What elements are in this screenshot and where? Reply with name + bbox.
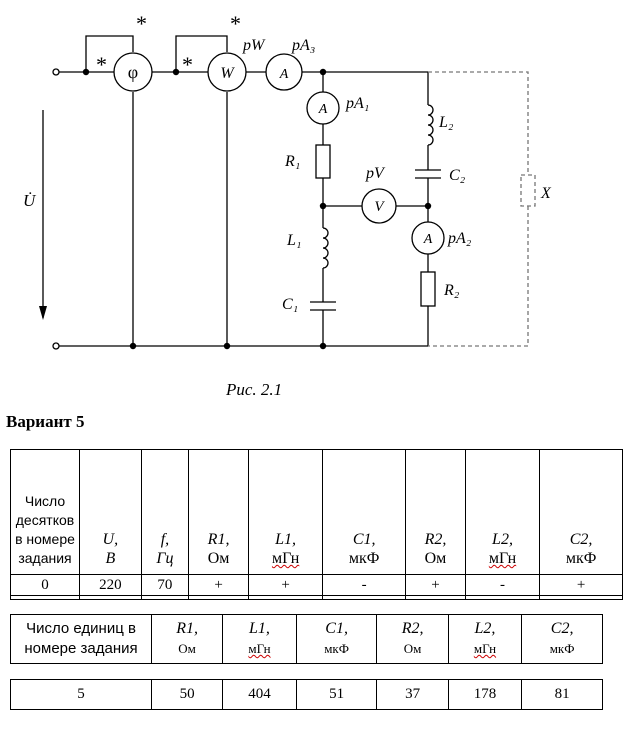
header-r2: R2,Ом <box>405 449 466 575</box>
phase-meter <box>113 52 153 92</box>
header-c1: C1,мкФ <box>295 614 378 664</box>
label-l2: L₂ <box>438 114 454 131</box>
cell-u: 220 <box>79 574 142 596</box>
label-r2: R₂ <box>443 282 460 299</box>
cell-c2: 81 <box>521 679 603 710</box>
label-r1: R₁ <box>284 153 300 170</box>
ammeter-a2 <box>411 221 445 255</box>
header-c2: C2,мкФ <box>521 614 603 664</box>
star-mark-phase-input: * <box>96 52 107 77</box>
cell-r1: 50 <box>150 679 224 710</box>
voltmeter <box>361 188 397 224</box>
cell-l1: + <box>247 574 324 596</box>
table-row: 5 50 404 51 37 178 81 <box>10 679 603 710</box>
header-c2: C2,мкФ <box>539 449 623 575</box>
wattmeter <box>207 52 247 92</box>
variant-title: Вариант 5 <box>6 412 85 431</box>
cell-r2: 37 <box>376 679 449 710</box>
voltmeter-symbol: V <box>374 199 385 215</box>
header-l2: L2,мГн <box>464 449 541 575</box>
ammeter-a2-symbol: A <box>423 232 433 247</box>
header-l1: L1,мГн <box>222 614 297 664</box>
star-mark-watt: * <box>230 11 241 36</box>
label-pw: pW <box>242 37 266 54</box>
ammeter-a3-symbol: A <box>279 67 289 82</box>
header-r1: R1,Ом <box>188 449 249 575</box>
cell-l2: - <box>464 574 541 596</box>
cell-c1: - <box>322 574 407 596</box>
star-mark-watt-input: * <box>182 52 193 77</box>
header-l2: L2,мГн <box>447 614 523 664</box>
cell-c1: 51 <box>295 679 378 710</box>
cell-tens: 0 <box>10 574 80 596</box>
label-pa2: pA₂ <box>447 230 472 247</box>
cell-f: 70 <box>140 574 190 596</box>
cell-r2: + <box>405 574 466 596</box>
table-gap-row <box>10 663 603 680</box>
ammeter-a1 <box>306 91 340 125</box>
label-pa1: pA₁ <box>345 95 369 112</box>
header-u: U,В <box>79 449 142 575</box>
cell-l2: 178 <box>447 679 523 710</box>
header-r1: R1,Ом <box>150 614 224 664</box>
cell-r1: + <box>188 574 249 596</box>
label-pa3: pA₃ <box>291 37 315 54</box>
circuit-diagram: φ W A A V A * * * * pW pA₃ pA₁ pV pA₂ R₁… <box>23 11 552 350</box>
label-voltage: U̇ <box>23 191 37 210</box>
label-c2: C₂ <box>449 167 466 184</box>
ammeter-a1-symbol: A <box>318 102 328 117</box>
star-mark-phase: * <box>136 11 147 36</box>
label-l1: L₁ <box>286 232 301 249</box>
label-pv: pV <box>365 165 386 182</box>
label-c1: C₁ <box>282 296 298 313</box>
header-l1: L1,мГн <box>247 449 324 575</box>
header-f: f,Гц <box>140 449 190 575</box>
cell-l1: 404 <box>222 679 297 710</box>
label-x: X <box>540 185 552 202</box>
phase-meter-symbol: φ <box>128 62 138 82</box>
table-row: 0 220 70 + + - + - + <box>10 574 623 596</box>
header-r2: R2,Ом <box>376 614 449 664</box>
cell-c2: + <box>539 574 623 596</box>
figure-caption: Рис. 2.1 <box>226 380 283 399</box>
cell-units: 5 <box>10 679 152 710</box>
table-spacer-row <box>10 595 623 600</box>
ammeter-a3 <box>265 53 303 91</box>
wattmeter-symbol: W <box>220 65 235 82</box>
header-c1: C1,мкФ <box>322 449 407 575</box>
